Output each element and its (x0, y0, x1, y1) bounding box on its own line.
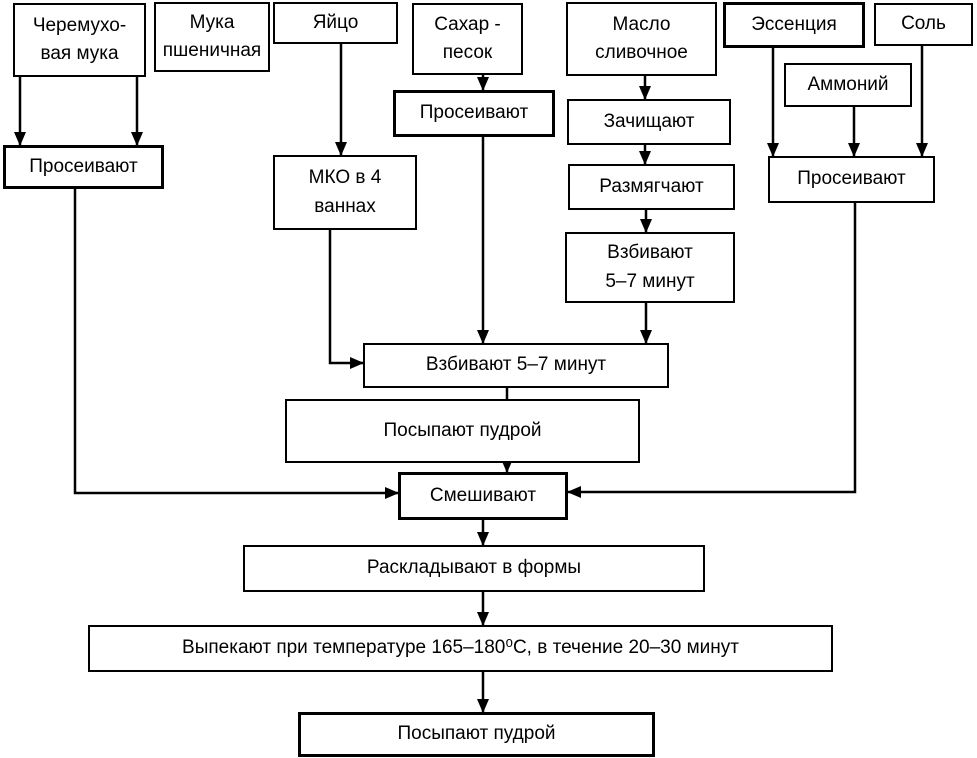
node-layout-forms: Раскладывают в формы (243, 545, 705, 592)
node-salt: Соль (874, 3, 973, 46)
node-dry-sift: Просеивают (768, 156, 935, 203)
node-sugar-sift: Просеивают (393, 90, 555, 137)
node-powder-mid: Посыпают пудрой (285, 399, 640, 463)
arrow-mko-to-whipmain (328, 230, 364, 369)
node-clean-label: Зачищают (603, 110, 695, 132)
node-mix-label: Смешивают (429, 484, 537, 506)
node-butter: Масло сливочное (566, 2, 717, 76)
node-flour-sift-label: Просеивают (29, 155, 138, 177)
node-soften-label: Размягчают (599, 175, 704, 197)
node-essence-label: Эссенция (751, 13, 837, 35)
node-flour-sift: Просеивают (3, 145, 164, 189)
node-whip-main-label: Взбивают 5–7 минут (425, 354, 607, 376)
node-cheremukha-flour-label: Черемухо- вая мука (32, 14, 127, 65)
node-ammonium: Аммоний (784, 63, 912, 107)
node-soften: Размягчают (568, 164, 735, 210)
node-salt-label: Соль (901, 13, 946, 35)
node-sugar-label: Сахар - песок (434, 13, 501, 64)
node-whip-main: Взбивают 5–7 минут (363, 343, 669, 388)
node-wheat-flour: Мука пшеничная (154, 2, 270, 72)
node-layout-forms-label: Раскладывают в формы (366, 557, 582, 579)
node-powder-final: Посыпают пудрой (298, 712, 655, 757)
node-ammonium-label: Аммоний (807, 73, 889, 95)
node-sugar: Сахар - песок (412, 3, 523, 75)
node-wheat-flour-label: Мука пшеничная (162, 11, 262, 62)
node-mko-label: МКО в 4 ваннах (308, 167, 382, 217)
arrow-drysift-to-mix (567, 203, 857, 498)
node-mix: Смешивают (398, 472, 568, 520)
arrow-floursift-to-mix (73, 189, 399, 499)
node-powder-mid-label: Посыпают пудрой (383, 419, 542, 441)
node-whip-butter: Взбивают 5–7 минут (565, 232, 735, 303)
node-dry-sift-label: Просеивают (797, 168, 906, 190)
node-egg: Яйцо (273, 2, 398, 44)
node-egg-label: Яйцо (312, 11, 359, 33)
node-powder-final-label: Посыпают пудрой (397, 723, 556, 745)
node-cheremukha-flour: Черемухо- вая мука (13, 3, 146, 77)
node-whip-butter-label: Взбивают 5–7 минут (605, 242, 695, 292)
node-mko: МКО в 4 ваннах (273, 155, 417, 230)
node-bake: Выпекают при температуре 165–180⁰С, в те… (88, 625, 833, 672)
node-butter-label: Масло сливочное (595, 13, 688, 64)
node-essence: Эссенция (723, 2, 865, 48)
node-clean: Зачищают (567, 99, 731, 145)
node-bake-label: Выпекают при температуре 165–180⁰С, в те… (182, 637, 739, 659)
node-sugar-sift-label: Просеивают (419, 102, 529, 124)
